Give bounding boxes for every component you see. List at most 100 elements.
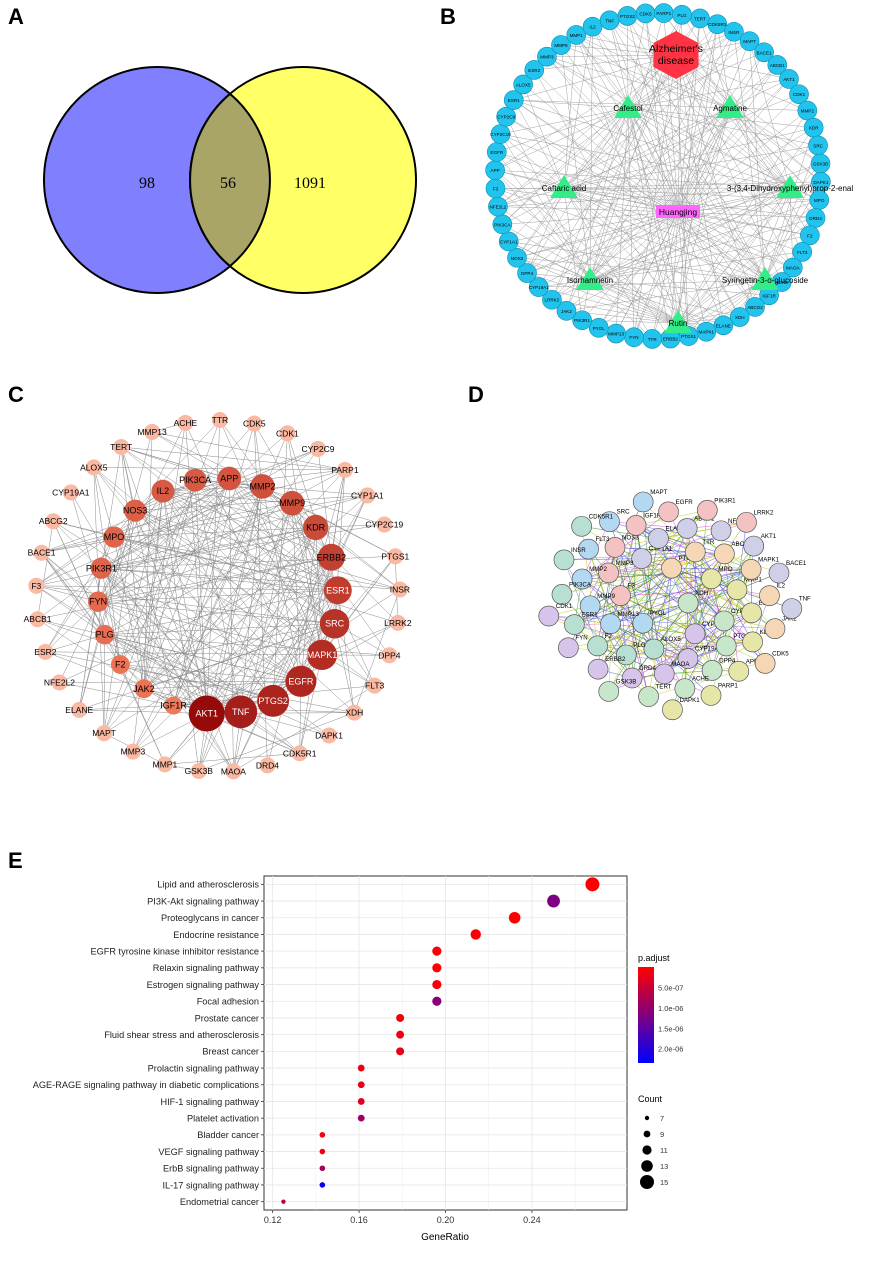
pathway-dot: [432, 979, 442, 990]
string-node-erbb2: [587, 658, 609, 680]
ppi-edge: [262, 486, 339, 591]
target-label: NFE2L2: [489, 205, 506, 210]
network-edge: [609, 20, 766, 281]
string-node-lrrk2: [736, 511, 757, 533]
target-label: MMP1: [570, 33, 584, 38]
network-edge: [551, 54, 677, 300]
target-label: PIK3CA: [494, 222, 511, 227]
network-edge: [677, 211, 770, 296]
network-edge: [677, 78, 790, 213]
ppi-edge: [97, 510, 136, 602]
network-edge: [675, 54, 724, 326]
string-node-jak2: [764, 618, 786, 639]
ppi-hub-node-pik3ca: [183, 468, 207, 492]
pathway-label: Fluid shear stress and atherosclerosis: [104, 1030, 259, 1040]
ppi-edge: [103, 590, 338, 734]
network-edge: [677, 211, 756, 308]
ppi-label: MPO: [104, 532, 125, 542]
string-node-insr: [553, 549, 575, 571]
string-label: BACE1: [786, 560, 807, 567]
ppi-edge: [45, 634, 105, 653]
network-edge: [516, 257, 679, 324]
network-edge: [576, 34, 679, 324]
target-node-jak2: [556, 301, 577, 321]
string-node-abcb1: [676, 518, 698, 539]
string-node-cdk1: [538, 605, 560, 627]
network-edge: [609, 20, 791, 189]
network-edge: [538, 54, 677, 288]
network-edge: [677, 31, 735, 213]
ppi-label: PLG: [96, 630, 114, 640]
network-edge: [789, 187, 794, 268]
string-node-cdk5: [754, 653, 776, 674]
network-edge: [506, 116, 766, 281]
string-edge: [548, 615, 775, 629]
ppi-edge: [93, 467, 274, 701]
ppi-edge: [143, 478, 230, 689]
ppi-edge: [101, 524, 385, 569]
string-edge: [664, 620, 725, 675]
target-label: GSK3B: [813, 162, 828, 167]
target-node-cdk5r1: [707, 14, 728, 34]
network-edge: [497, 54, 677, 207]
ppi-label: PTGS2: [258, 696, 288, 706]
target-label: ALOX5: [516, 82, 531, 87]
ppi-edge: [98, 469, 346, 602]
ppi-edge: [45, 651, 355, 713]
ppi-edge: [143, 480, 196, 689]
string-label: CYP19A1: [695, 646, 723, 653]
network-edge: [589, 279, 770, 296]
ppi-label: MAPT: [92, 728, 116, 738]
compound-node-rutin: [664, 310, 692, 333]
ppi-hub-node-tnf: [224, 695, 258, 729]
target-label: ABCG2: [747, 305, 763, 310]
string-node-cyp2c9: [684, 623, 706, 645]
ppi-edge: [300, 590, 339, 682]
network-edge: [627, 52, 765, 109]
ppi-hub-node-pik3r1: [90, 557, 112, 579]
ppi-edge: [53, 521, 302, 682]
network-edge: [627, 107, 793, 268]
ppi-label: CYP2C19: [365, 520, 403, 530]
compound-node-caftaric-acid: [550, 175, 578, 198]
ppi-hub-node-mmp2: [250, 474, 275, 499]
ppi-edge: [173, 590, 339, 706]
ppi-edge: [135, 478, 230, 511]
ppi-edge: [98, 502, 293, 602]
ppi-label: XDH: [345, 708, 363, 718]
network-edge: [677, 110, 808, 213]
string-edge: [694, 553, 725, 634]
ppi-node-alox5: [85, 459, 102, 476]
x-axis-title: GeneRatio: [421, 1232, 469, 1243]
ppi-node-esr2: [37, 643, 54, 660]
network-edge: [677, 211, 707, 332]
ppi-hub-node-plg: [94, 624, 115, 645]
ppi-label: TTR: [212, 415, 229, 425]
target-label: MMP2: [801, 109, 815, 114]
network-edge: [739, 187, 791, 318]
legend-count-label: 15: [660, 1178, 668, 1187]
pathway-label: EGFR tyrosine kinase inhibitor resistanc…: [90, 946, 259, 956]
ppi-edge: [173, 486, 263, 706]
ppi-hub-node-ptgs2: [257, 684, 290, 717]
ppi-edge: [104, 623, 335, 635]
network-edge: [729, 107, 808, 111]
target-node-pik3r1: [572, 310, 592, 331]
string-node-src: [599, 511, 620, 533]
string-node-egfr: [658, 501, 679, 523]
string-edge: [620, 595, 776, 629]
pathway-label: PI3K-Akt signaling pathway: [147, 896, 259, 906]
string-node-mmp9: [579, 595, 601, 617]
ppi-label: FLT3: [365, 681, 384, 691]
ppi-edge: [101, 568, 300, 754]
network-edge: [592, 26, 679, 213]
ppi-edge: [53, 521, 105, 635]
ppi-label: ESR2: [34, 647, 56, 657]
compound-label: Rutin: [669, 319, 688, 328]
x-tick-label: 0.24: [523, 1215, 541, 1225]
ppi-edge: [45, 568, 102, 652]
ppi-edge: [101, 568, 302, 682]
pathway-dot: [396, 1013, 405, 1022]
ppi-edge: [97, 423, 255, 602]
ppi-node-ttr: [211, 412, 228, 429]
